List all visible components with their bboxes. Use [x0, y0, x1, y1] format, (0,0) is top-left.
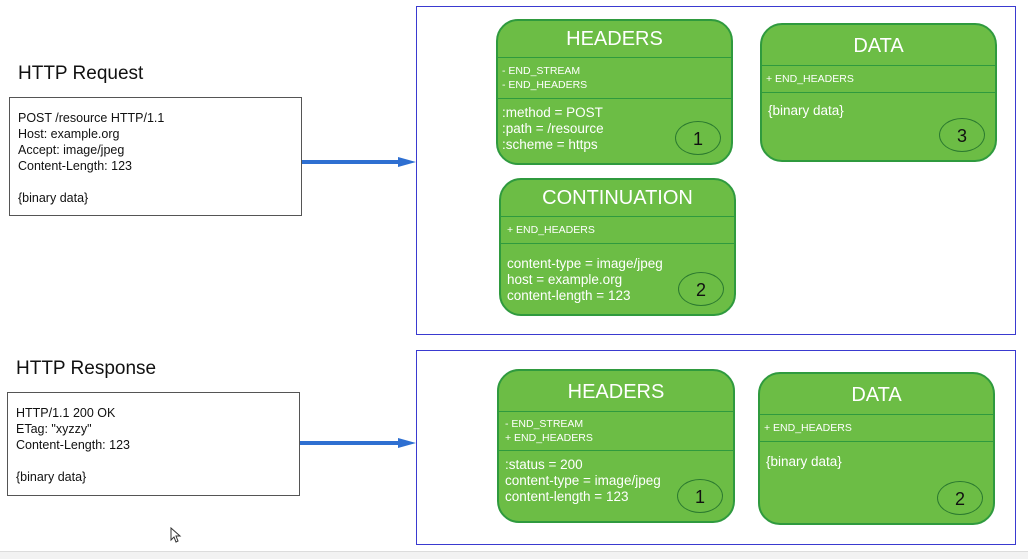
request-arrow: [302, 157, 416, 167]
frame-flags: + END_HEADERS: [760, 414, 993, 442]
frame-field: content-length = 123: [505, 489, 629, 504]
frame-number: 2: [937, 481, 983, 515]
bottom-border: [0, 551, 1028, 559]
frame-field: {binary data}: [766, 454, 842, 469]
frame-number: 1: [677, 479, 723, 513]
frame-flag: + END_HEADERS: [764, 422, 852, 434]
frame-title: HEADERS: [566, 28, 663, 50]
frame-flags: - END_STREAM + END_HEADERS: [499, 411, 733, 451]
response-message-box: HTTP/1.1 200 OK ETag: "xyzzy" Content-Le…: [7, 392, 300, 496]
frame-field: :path = /resource: [502, 121, 604, 136]
frame-field: {binary data}: [768, 103, 844, 118]
frame-title: HEADERS: [567, 381, 665, 403]
frame-flags: - END_STREAM - END_HEADERS: [498, 57, 731, 99]
frame-title: CONTINUATION: [542, 187, 693, 209]
request-message-box: POST /resource HTTP/1.1 Host: example.or…: [9, 97, 302, 216]
response-line: ETag: "xyzzy": [16, 422, 92, 436]
response-title: HTTP Response: [16, 358, 157, 379]
frame-title: DATA: [851, 384, 902, 406]
request-continuation-frame: CONTINUATION + END_HEADERS content-type …: [499, 178, 736, 316]
frame-field: content-length = 123: [507, 288, 631, 303]
mouse-cursor-icon: [170, 527, 182, 543]
response-line: {binary data}: [16, 470, 87, 484]
response-arrow: [300, 438, 416, 448]
response-headers-frame: HEADERS - END_STREAM + END_HEADERS :stat…: [497, 369, 735, 523]
frame-field: content-type = image/jpeg: [505, 473, 661, 488]
frame-number: 3: [939, 118, 985, 152]
request-line: [18, 174, 293, 190]
frame-flag: - END_STREAM: [505, 418, 584, 430]
frame-flag: - END_HEADERS: [502, 79, 588, 91]
frame-flag: + END_HEADERS: [507, 224, 595, 236]
frame-fields: :method = POST :path = /resource :scheme…: [498, 99, 731, 159]
frame-number: 2: [678, 272, 724, 306]
request-line: Host: example.org: [18, 127, 120, 141]
request-line: {binary data}: [18, 191, 89, 205]
frame-field: content-type = image/jpeg: [507, 256, 663, 271]
frame-title: DATA: [853, 35, 904, 57]
frame-field: :status = 200: [505, 457, 583, 472]
frame-flag: + END_HEADERS: [505, 432, 593, 444]
frame-field: :method = POST: [502, 105, 603, 120]
response-line: [16, 453, 291, 469]
response-data-frame: DATA + END_HEADERS {binary data} 2: [758, 372, 995, 525]
frame-fields: :status = 200 content-type = image/jpeg …: [499, 451, 733, 511]
frame-fields: {binary data}: [760, 448, 993, 476]
response-frames-container: [416, 350, 1016, 545]
frame-fields: {binary data}: [762, 97, 995, 125]
request-title: HTTP Request: [18, 63, 144, 84]
response-line: HTTP/1.1 200 OK: [16, 406, 116, 420]
frame-flag: - END_STREAM: [502, 65, 581, 77]
frame-flags: + END_HEADERS: [501, 216, 734, 244]
response-line: Content-Length: 123: [16, 438, 130, 452]
request-line: POST /resource HTTP/1.1: [18, 111, 165, 125]
frame-flag: + END_HEADERS: [766, 73, 854, 85]
frame-field: :scheme = https: [502, 137, 598, 152]
request-line: Accept: image/jpeg: [18, 143, 125, 157]
frame-field: host = example.org: [507, 272, 623, 287]
frame-fields: content-type = image/jpeg host = example…: [501, 250, 734, 310]
request-line: Content-Length: 123: [18, 159, 132, 173]
request-headers-frame: HEADERS - END_STREAM - END_HEADERS :meth…: [496, 19, 733, 165]
frame-number: 1: [675, 121, 721, 155]
frame-flags: + END_HEADERS: [762, 65, 995, 93]
request-frames-container: [416, 6, 1016, 335]
request-data-frame: DATA + END_HEADERS {binary data} 3: [760, 23, 997, 162]
